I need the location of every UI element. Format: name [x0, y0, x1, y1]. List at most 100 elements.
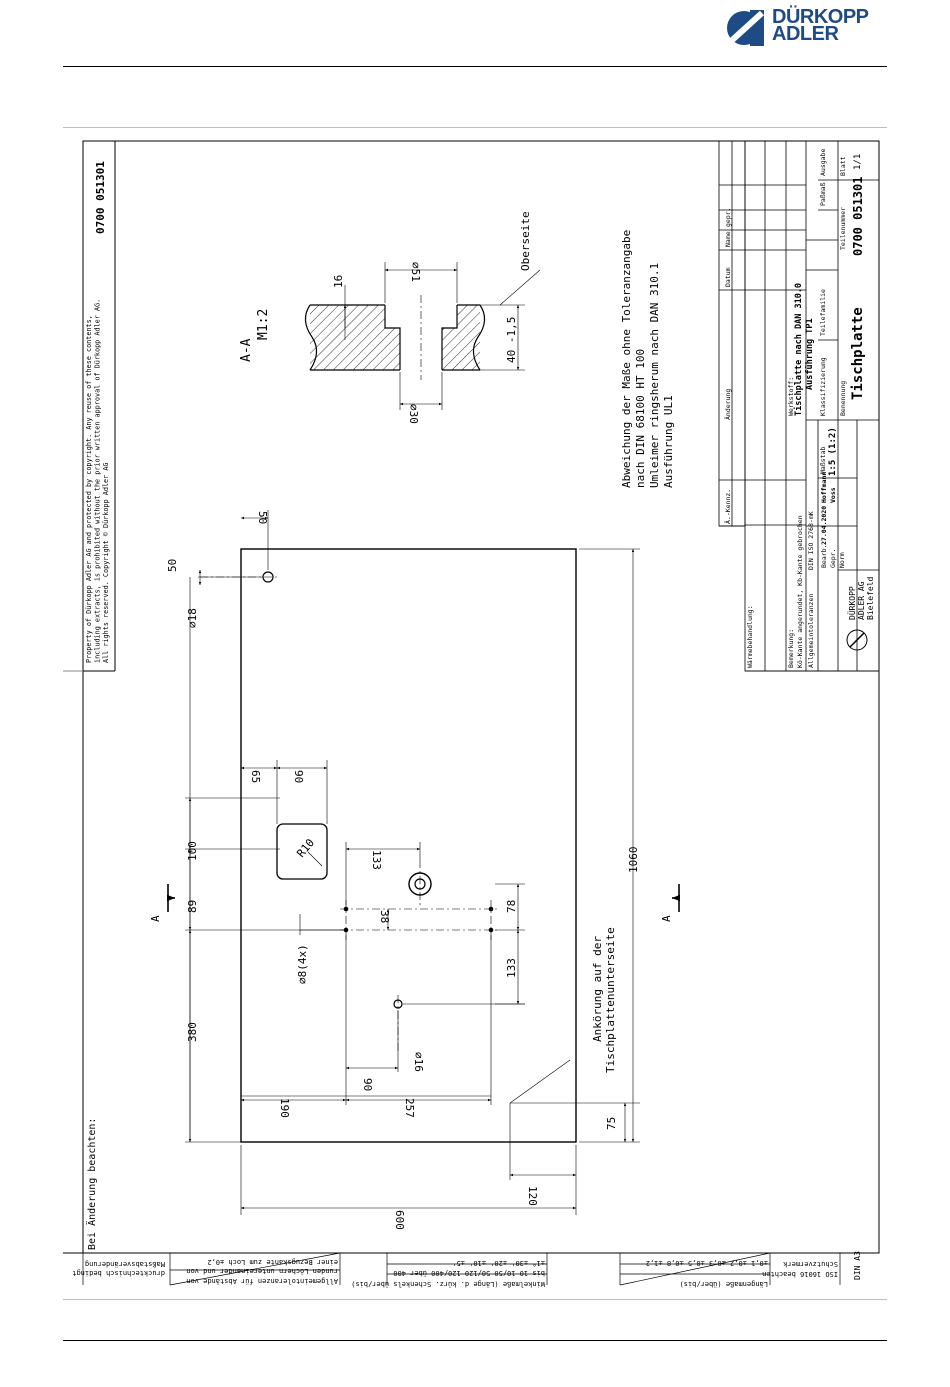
copyright-line2: including extracts, is prohibited withou…	[94, 299, 102, 663]
dim-78: 78	[505, 900, 518, 913]
variant-value: Ausführung TP1	[805, 318, 815, 390]
dim-90-top: 90	[292, 770, 305, 783]
drawing-top-rule	[63, 127, 887, 128]
dim-d8: ⌀8(4x)	[296, 944, 309, 984]
drawing-number-margin: 0700 051301	[94, 161, 107, 234]
protection-label: Schutzvermerk	[782, 1260, 838, 1268]
company-line1: DÜRKOPP	[847, 586, 857, 620]
dim-38: 38	[378, 910, 391, 923]
title-block: Ä.-Kennz. Änderung Datum Name gepr. Wärm…	[718, 140, 880, 672]
dim-190: 190	[278, 1098, 291, 1118]
copyright-block: Property of Dürkopp Adler AG and protect…	[85, 299, 110, 663]
hole-note2: runden Löchern untereinander und von	[186, 1267, 338, 1275]
logo-line1: DÜRKOPP	[772, 6, 869, 28]
hole-note1: Allgemeintoleranzen für Abstände von	[186, 1277, 338, 1285]
dim-380: 380	[186, 1022, 199, 1042]
length-label: Längenmaße (über/bis)	[679, 1280, 768, 1288]
annotation-line1: Ankörung auf der	[591, 936, 604, 1042]
copyright-line3: All rights reserved. Copyright © Dürkopp…	[102, 462, 110, 663]
edge-note: Kö-Kante angerundet, Kb-Kante gebrochen	[796, 515, 804, 668]
issue-label: Ausgabe	[819, 149, 827, 176]
sheet-label: Blatt	[839, 156, 847, 176]
plate-outline	[240, 548, 577, 1143]
plate-view: A A 50 50 ⌀18 65 90 100 R10 133 89 38 78…	[149, 510, 680, 1230]
change-note: Bei Änderung beachten:	[85, 1118, 98, 1250]
cutout	[276, 823, 328, 880]
section-mark-right: A	[660, 915, 673, 922]
company-line3: Bielefeld	[866, 576, 875, 620]
section-topside: Oberseite	[519, 211, 532, 271]
part-name: Tischplatte	[850, 307, 866, 400]
drawn-label: Bearb.	[820, 545, 828, 568]
dim-d16: ⌀16	[412, 1052, 425, 1072]
section-mark-left: A	[149, 915, 162, 922]
logo: DÜRKOPP ADLER	[726, 6, 896, 50]
din-format: DIN A3	[853, 1251, 862, 1280]
dim-r10: R10	[294, 836, 317, 860]
copyright-line1: Property of Dürkopp Adler AG and protect…	[85, 315, 93, 663]
col-gepr: gepr.	[724, 207, 732, 227]
part-number: 0700 051301	[851, 177, 865, 256]
fit-label: Paßmaß	[819, 182, 827, 206]
company-line2: ADLER AG	[857, 581, 866, 620]
section-view: A-A M1:2 ⌀51 ⌀30 16 40 -1,5 Oberseite	[239, 211, 541, 424]
annotation-line2: Tischplattenunterseite	[604, 927, 617, 1073]
name-label: Benennung	[839, 381, 847, 416]
logo-text: DÜRKOPP ADLER	[772, 6, 869, 45]
col-name: Name	[724, 231, 732, 247]
section-dim-d30: ⌀30	[407, 404, 420, 424]
class-label: Klassifizierung	[819, 357, 827, 416]
angle-ranges: bis 10 10/50 50/120 120/400 über 400	[393, 1269, 545, 1277]
section-dim-40: 40 -1,5	[505, 317, 518, 363]
dim-600: 600	[393, 1210, 406, 1230]
norm-label: Norm	[838, 552, 846, 568]
dim-100: 100	[186, 841, 199, 861]
dim-d18: ⌀18	[186, 608, 199, 628]
section-dim-16: 16	[332, 275, 345, 288]
angle-tol: ±1° ±30' ±20' ±10' ±5'	[452, 1259, 545, 1267]
dim-65: 65	[249, 770, 262, 783]
note-line2: nach DIN 68100 HT 100	[634, 349, 647, 488]
company-logo-icon	[846, 629, 868, 651]
logo-mark-icon	[727, 10, 765, 46]
checked-by: Voss	[829, 487, 837, 503]
header-rule	[63, 66, 887, 67]
note-line3: Umleimer ringsherum nach DAN 310.1	[648, 263, 661, 488]
length-tol: ±0,1 ±0,2 ±0,3 ±0,5 ±0,8 ±1,2	[646, 1259, 768, 1267]
treatment-label: Wärmebehandlung:	[746, 605, 754, 668]
col-aenderung: Änderung	[723, 389, 732, 420]
drawn-date: 27.04.2020	[820, 506, 828, 545]
dim-1060: 1060	[627, 847, 640, 874]
scale-label: Maßstab	[819, 447, 827, 474]
hole-note3: einer Bezugskante zum Loch ±0,2	[207, 1258, 338, 1266]
scale-value: 1:5 (1:2)	[828, 427, 838, 476]
note-line1: Abweichung der Maße ohne Toleranzangabe	[620, 230, 633, 488]
protection-value: ISO 16016 beachten	[762, 1270, 838, 1278]
dim-120: 120	[526, 1186, 539, 1206]
material-label: Werkstoff:	[787, 377, 795, 416]
checked-label: Gepr.	[829, 548, 837, 568]
dim-50-top: 50	[256, 511, 269, 524]
dim-257: 257	[403, 1098, 416, 1118]
family-label: Teilefamilie	[819, 289, 827, 336]
remarks-label: Bemerkung:	[787, 629, 795, 668]
angle-label: Winkelmaße (Länge d. kürz. Schenkels übe…	[351, 1280, 545, 1288]
dim-75: 75	[605, 1117, 618, 1130]
drawing-bottom-rule	[63, 1299, 887, 1300]
material-value: Tischplatte nach DAN 310.0	[793, 283, 804, 416]
col-kennz: Ä.-Kennz.	[723, 489, 732, 524]
logo-line2: ADLER	[772, 23, 839, 45]
footer-rule	[63, 1340, 887, 1341]
note-line4: Ausführung UL1	[662, 395, 675, 488]
part-label: Teilenummer	[839, 207, 847, 250]
sheet-value: 1/1	[853, 154, 863, 170]
section-title: A-A	[239, 338, 254, 362]
bottom-strip: Maßstabsveränderung drucktechnisch bedin…	[72, 1251, 862, 1288]
scale-note1: Maßstabsveränderung	[85, 1260, 165, 1268]
notes: Abweichung der Maße ohne Toleranzangabe …	[620, 230, 675, 488]
col-datum: Datum	[724, 267, 732, 287]
tol-value: DIN ISO 2768-mK	[807, 511, 815, 570]
dim-89: 89	[186, 900, 199, 913]
dim-90-mid: 90	[361, 1078, 374, 1091]
